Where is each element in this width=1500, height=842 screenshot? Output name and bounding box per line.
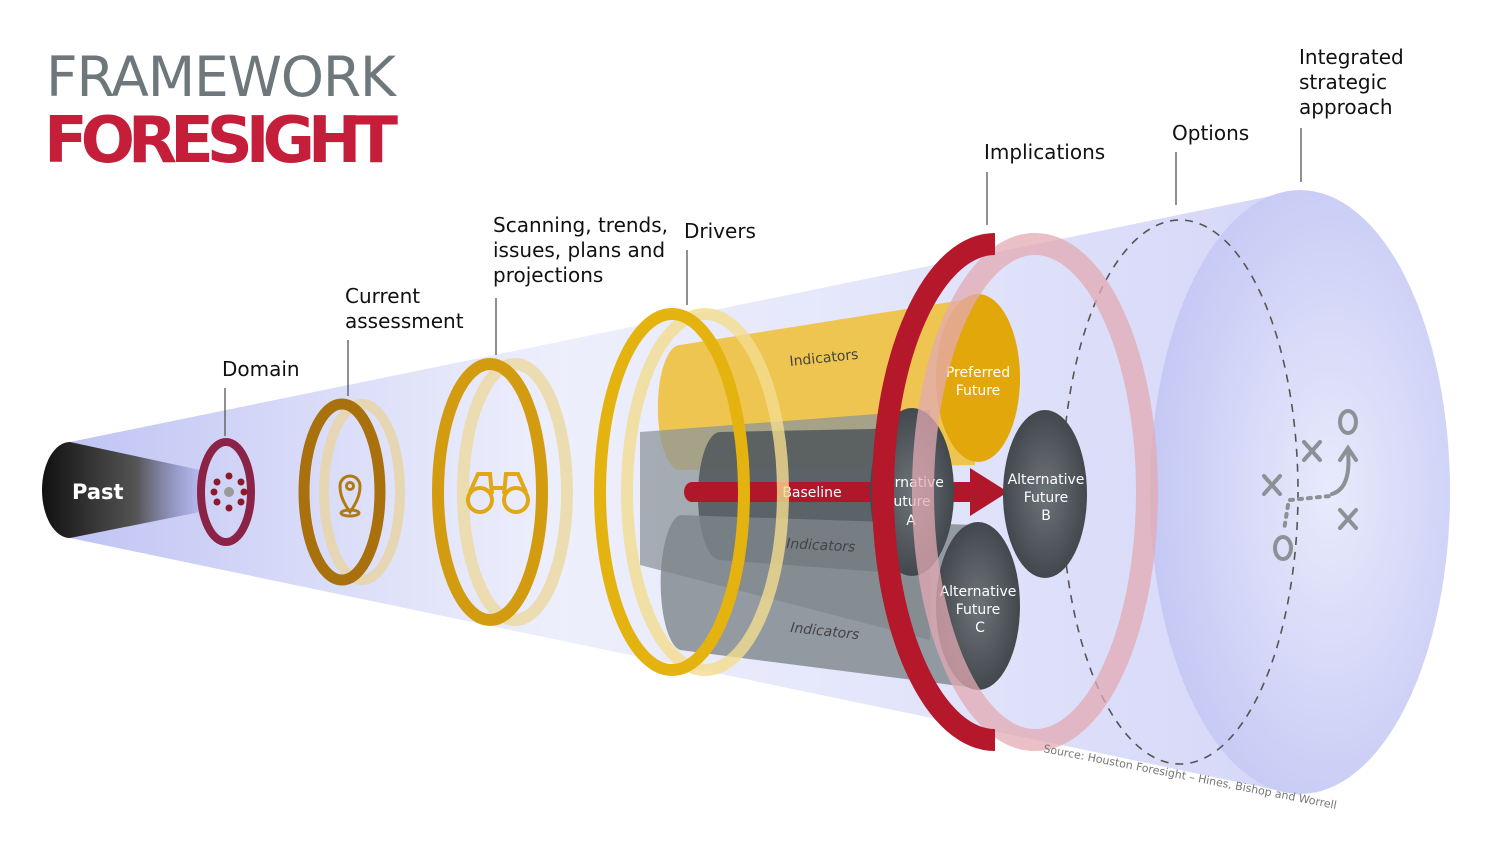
alt-c-label-2: Future <box>956 602 1001 618</box>
domain-label: Domain <box>222 357 300 381</box>
current-label-1: Current <box>345 284 420 308</box>
domain-ring <box>197 438 255 546</box>
location-pin-icon <box>338 474 362 518</box>
indicators-mid-label: Indicators <box>786 536 856 556</box>
alt-c-label-1: Alternative <box>940 584 1017 600</box>
past-label: Past <box>72 480 124 504</box>
indicators-bottom-label: Indicators <box>790 620 860 643</box>
preferred-label-1: Preferred <box>946 365 1010 381</box>
leader-lines <box>224 128 1302 436</box>
title-foresight: FORESIGHT <box>44 104 398 178</box>
implications-ring-back <box>912 233 1158 751</box>
implications-ring <box>872 233 996 751</box>
indicators-top-label: Indicators <box>789 347 859 370</box>
strategy-play-icon <box>1262 409 1358 561</box>
scanning-label-2: issues, plans and <box>493 238 665 262</box>
alt-b-label-2: Future <box>1024 490 1069 506</box>
network-icon <box>210 472 248 512</box>
scanning-label-1: Scanning, trends, <box>493 213 668 237</box>
baseline-label: Baseline <box>782 485 841 501</box>
integrated-label-1: Integrated <box>1299 45 1404 69</box>
past-shape <box>42 442 200 538</box>
alt-b-label-3: B <box>1041 508 1051 524</box>
implications-label: Implications <box>984 140 1105 164</box>
current-ring-back <box>319 399 405 585</box>
alternative-future-b <box>1003 410 1087 578</box>
integrated-label-2: strategic <box>1299 70 1387 94</box>
alt-b-label-1: Alternative <box>1008 472 1085 488</box>
binoculars-icon <box>466 472 530 514</box>
preferred-label-2: Future <box>956 383 1001 399</box>
drivers-ring <box>594 308 750 676</box>
baseline-arrow <box>684 468 1008 516</box>
options-label: Options <box>1172 121 1249 145</box>
integrated-label-3: approach <box>1299 95 1393 119</box>
current-label-2: assessment <box>345 309 464 333</box>
scanning-ring-back <box>457 358 573 626</box>
title-framework: FRAMEWORK <box>46 45 398 109</box>
scanning-label-3: projections <box>493 263 603 287</box>
alt-c-label-3: C <box>975 620 985 636</box>
drivers-ring-back <box>621 308 789 676</box>
drivers-label: Drivers <box>684 219 756 243</box>
scanning-ring <box>432 358 548 626</box>
integrated-disk <box>1150 190 1450 794</box>
alt-a-label-3: A <box>906 513 916 529</box>
current-assessment-ring <box>298 398 386 586</box>
